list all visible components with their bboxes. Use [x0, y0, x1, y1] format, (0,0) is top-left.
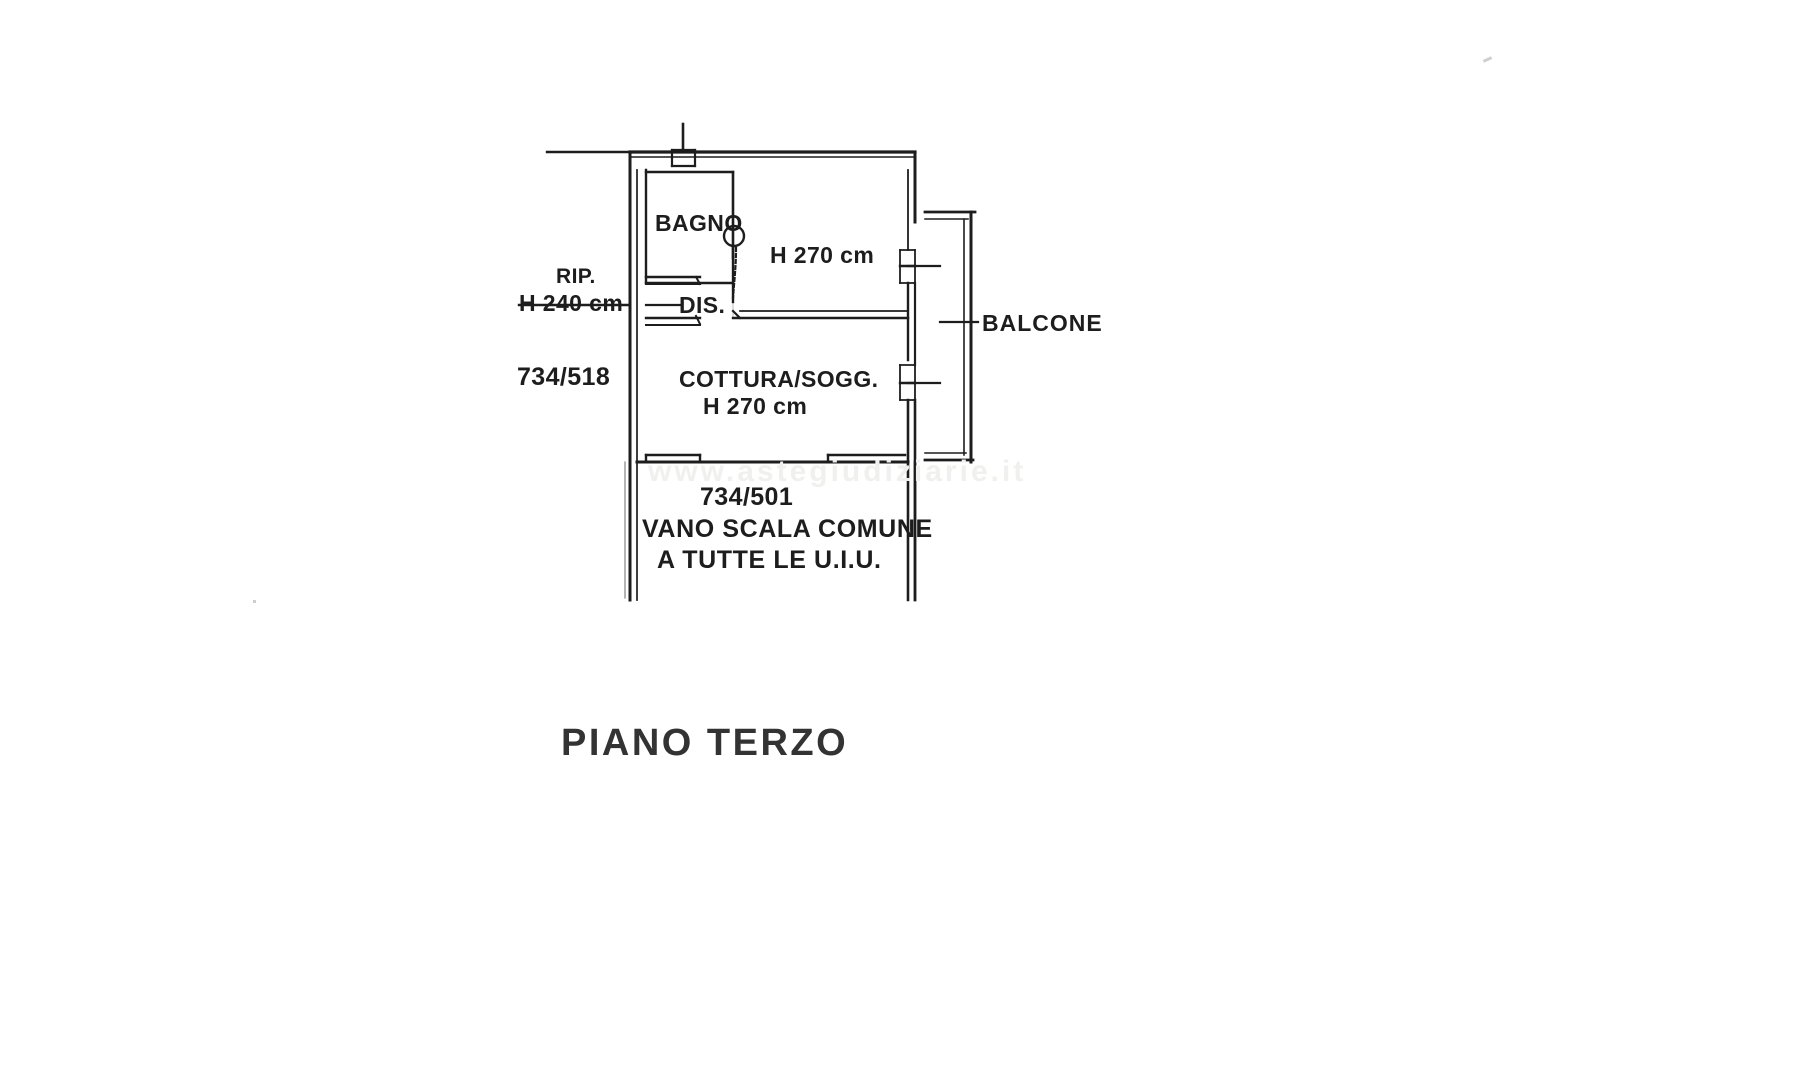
stairwell-label-line2: A TUTTE LE U.I.U.: [657, 546, 882, 574]
room-height-label-cottura: H 270 cm: [703, 393, 808, 419]
door-dis-tip: [694, 314, 702, 326]
partition-cottura-top-return: [731, 309, 742, 320]
door-bagno-swing-arc: [731, 246, 738, 300]
scan-speck-left: [253, 600, 256, 603]
room-label-balcone: BALCONE: [982, 310, 1103, 336]
room-height-label-soggiorno: H 270 cm: [770, 242, 875, 268]
cadastral-unit-label: 734/518: [517, 363, 611, 391]
room-label-dis: DIS.: [679, 292, 726, 318]
door-rip-tip: [694, 275, 702, 286]
room-height-label-rip: H 240 cm: [519, 290, 624, 316]
plan-title: PIANO TERZO: [561, 722, 849, 764]
room-label-rip: RIP.: [556, 265, 596, 288]
room-label-cottura-soggiorno: COTTURA/SOGG.: [679, 366, 879, 392]
room-label-bagno: BAGNO: [655, 210, 743, 236]
scan-watermark: www.astegiudiziarie.it: [648, 455, 1027, 488]
stairwell-unit-label: 734/501: [700, 483, 794, 511]
stairwell-label-line1: VANO SCALA COMUNE: [642, 515, 933, 543]
